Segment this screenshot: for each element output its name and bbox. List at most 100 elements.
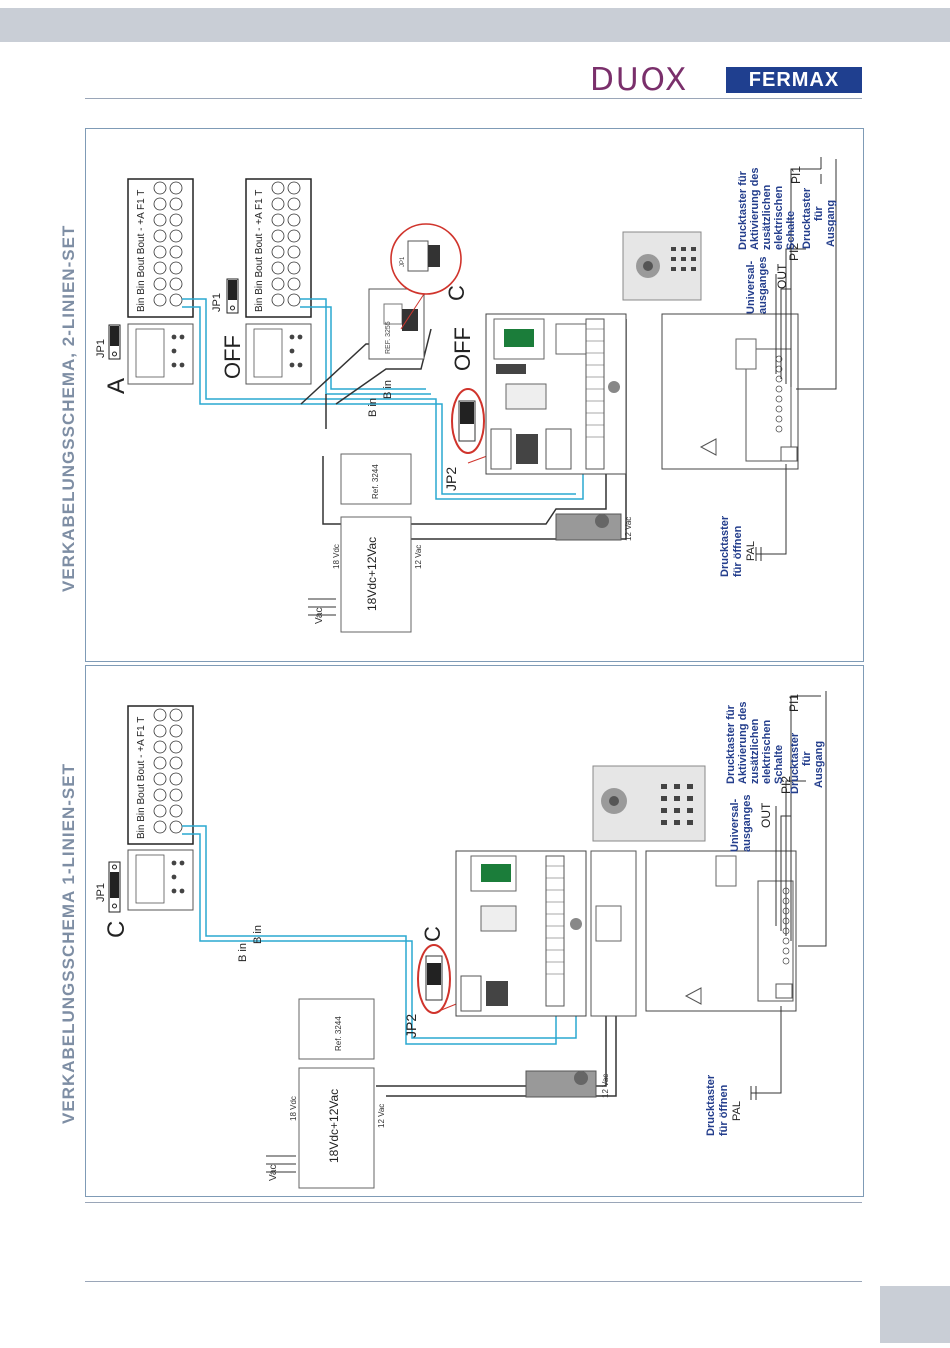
universal-output-text: Universal- ausganges [729, 795, 753, 852]
distributor-3255: REF. 3255 [368, 288, 425, 360]
svg-text:ausganges: ausganges [741, 795, 753, 852]
footer-rule-upper [85, 1202, 862, 1203]
door-panel-keypad [592, 765, 706, 842]
svg-text:elektrischen: elektrischen [773, 186, 785, 250]
svg-text:zusätzlichen: zusätzlichen [749, 718, 761, 784]
svg-text:für öffnen: für öffnen [718, 1084, 730, 1136]
svg-text:für: für [813, 206, 825, 221]
terminal-block-a: Bin Bin Bout Bout - +A F1 T [127, 178, 194, 318]
jp2-label: JP2 [403, 1014, 419, 1038]
distributor-off: OFF [450, 327, 475, 371]
terminal-labels-a: Bin Bin Bout Bout - +A F1 T [136, 190, 147, 312]
jp2-detail: JP2 [403, 944, 477, 1038]
letter-c-top: C [444, 285, 469, 301]
terminal-labels-c: Bin Bin Bout Bout - +A F1 T [136, 717, 147, 839]
svg-text:Aktivierung des: Aktivierung des [737, 701, 749, 784]
monitor-c-letter: C [103, 921, 130, 938]
monitor-b-off: OFF [220, 335, 245, 379]
door-panel-board [485, 313, 627, 475]
pal-button: Drucktaster für öffnen PAL [705, 1006, 782, 1136]
monitor-c [127, 849, 194, 911]
svg-text:12 Vac: 12 Vac [414, 545, 423, 569]
pal-button: Drucktaster für öffnen PAL [719, 464, 787, 577]
svg-text:JP1: JP1 [211, 293, 223, 312]
electric-lock: 12 Vac [555, 513, 633, 541]
monitor-a [127, 323, 194, 385]
svg-text:Ausgang: Ausgang [813, 741, 825, 788]
jp2-label: JP2 [443, 467, 459, 491]
svg-text:Universal-: Universal- [729, 798, 741, 852]
aux-switch-text: Drucktaster für Aktivierung des zusätzli… [725, 701, 785, 784]
svg-text:12 Vac: 12 Vac [377, 1104, 386, 1128]
fermax-logo: FERMAX [726, 67, 862, 93]
page-corner-tab [880, 1286, 950, 1343]
svg-text:Schalte: Schalte [785, 211, 797, 250]
pi1-label: PI1 [787, 694, 801, 712]
access-control-unit [661, 313, 799, 470]
jp2-detail: JP2 [443, 388, 507, 491]
svg-text:PAL: PAL [745, 541, 757, 561]
svg-text:12 Vac: 12 Vac [624, 517, 633, 541]
pi1-label: PI1 [789, 166, 803, 184]
jumper-jp1-b: JP1 [211, 278, 239, 314]
aux-switch-text: Drucktaster für Aktivierung des zusätzli… [737, 167, 797, 250]
svg-text:Aktivierung des: Aktivierung des [749, 167, 761, 250]
duox-logo: DUOX [590, 62, 689, 98]
exit-button-text: Drucktaster für Ausgang [801, 187, 837, 249]
monitor-b [245, 323, 312, 385]
svg-text:18 Vdc: 18 Vdc [289, 1096, 298, 1121]
svg-text:Schalte: Schalte [773, 745, 785, 784]
b-in-label-1: B in [237, 943, 249, 962]
svg-text:Drucktaster für: Drucktaster für [737, 170, 749, 250]
right-wiring [775, 157, 837, 390]
jumper-jp1-c: JP1 [95, 861, 121, 913]
out-label: OUT [775, 263, 789, 289]
exit-button-text: Drucktaster für Ausgang [789, 732, 825, 794]
b-in-label-2: B in [252, 925, 264, 944]
svg-text:Drucktaster: Drucktaster [801, 187, 813, 249]
svg-text:12 Vac: 12 Vac [601, 1074, 610, 1098]
right-wiring [775, 691, 827, 947]
monitor-a-letter: A [103, 378, 130, 394]
pi2-label: PI2 [779, 776, 793, 794]
svg-text:JP1: JP1 [95, 339, 107, 358]
svg-text:Drucktaster: Drucktaster [705, 1074, 717, 1136]
svg-text:zusätzlichen: zusätzlichen [761, 184, 773, 250]
power-supply-3244: Ref. 3244 18Vdc+12Vac 18 Vdc 12 Vac Vac [308, 453, 423, 633]
power-supply-3244: Ref. 3244 18Vdc+12Vac 18 Vdc 12 Vac Vac [266, 998, 386, 1189]
svg-text:JP1: JP1 [400, 256, 406, 267]
terminal-block-c: Bin Bin Bout Bout - +A F1 T [127, 705, 194, 845]
header-rule [85, 98, 862, 99]
b-in-label-1: B in [367, 398, 379, 417]
electric-lock: 12 Vac [525, 1070, 610, 1098]
b-in-label-2: B in [382, 380, 394, 399]
svg-text:für öffnen: für öffnen [732, 525, 744, 577]
psu-label-bottom: 18Vdc+12Vac [327, 1089, 341, 1163]
svg-text:JP1: JP1 [95, 883, 107, 902]
terminal-block-b: Bin Bin Bout Bout - +A F1 T [245, 178, 312, 318]
psu-label-top: 18Vdc+12Vac [365, 537, 379, 611]
svg-text:Vac: Vac [268, 1165, 279, 1182]
letter-c-bottom: C [420, 926, 445, 942]
footer-rule-lower [85, 1281, 862, 1282]
svg-text:Drucktaster für: Drucktaster für [725, 704, 737, 784]
svg-text:für: für [801, 751, 813, 766]
out-label: OUT [759, 802, 773, 828]
door-panel-keypad [622, 231, 702, 301]
jumper-jp1-a: JP1 [95, 324, 121, 360]
access-control-unit [645, 850, 797, 1012]
wiring-diagram-2-lines: Bin Bin Bout Bout - +A F1 T JP1 A Bin Bi… [95, 157, 837, 633]
wiring-diagram-1-line: Bin Bin Bout Bout - +A F1 T JP1 C B in B… [95, 691, 827, 1189]
svg-text:Ausgang: Ausgang [825, 200, 837, 247]
distributor-jp1-detail: JP1 C [390, 223, 469, 330]
universal-output-text: Universal- ausganges [745, 257, 769, 314]
svg-text:Drucktaster: Drucktaster [719, 515, 731, 577]
svg-text:Ref. 3244: Ref. 3244 [371, 464, 380, 499]
header-bar [0, 8, 950, 42]
svg-text:Ref. 3244: Ref. 3244 [334, 1016, 343, 1051]
svg-text:Drucktaster: Drucktaster [789, 732, 801, 794]
pi2-label: PI2 [787, 243, 801, 261]
svg-text:elektrischen: elektrischen [761, 720, 773, 784]
svg-text:PAL: PAL [731, 1101, 743, 1121]
svg-text:Universal-: Universal- [745, 260, 757, 314]
